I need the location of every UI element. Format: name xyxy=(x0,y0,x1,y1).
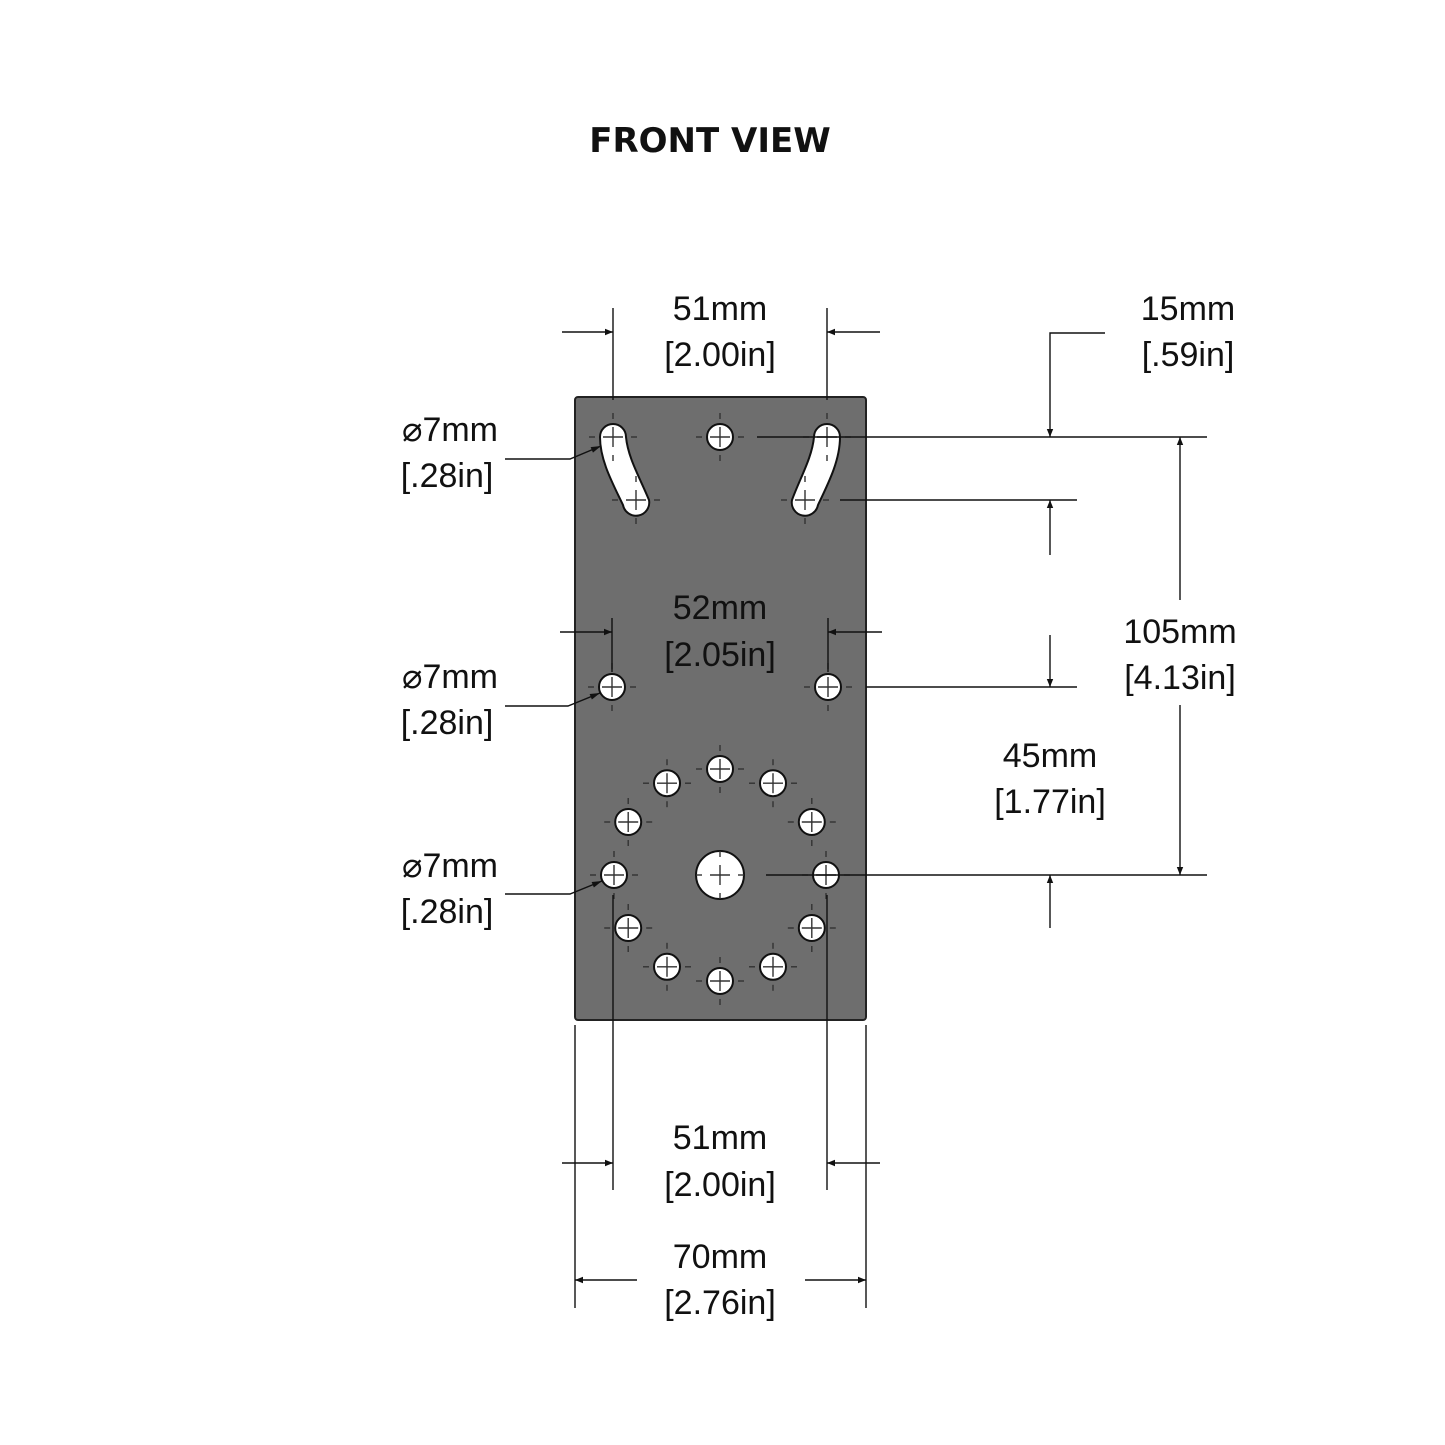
center-mark xyxy=(696,957,744,1005)
dim-label-mm: 45mm xyxy=(1003,737,1097,775)
dim-label-in: [4.13in] xyxy=(1124,659,1236,697)
dim-middle-to-center: 45mm [1.77in] xyxy=(766,635,1207,928)
callout-mm: ⌀7mm xyxy=(402,658,498,696)
center-mark xyxy=(696,413,744,461)
center-marks xyxy=(588,413,852,1005)
view-title: FRONT VIEW xyxy=(589,121,831,161)
dim-overall-vertical: 105mm [4.13in] xyxy=(1123,437,1237,875)
right-slot xyxy=(790,423,842,517)
callout-in: [.28in] xyxy=(401,457,494,495)
center-mark xyxy=(604,798,653,846)
callout-in: [.28in] xyxy=(401,893,494,931)
center-mark xyxy=(787,798,836,846)
dim-top-hole-spacing: 51mm [2.00in] xyxy=(562,290,880,400)
dim-top-offset: 15mm [.59in] xyxy=(757,290,1235,555)
dim-label-mm: 51mm xyxy=(673,1119,767,1157)
center-mark xyxy=(589,413,637,461)
dim-label-mm: 105mm xyxy=(1123,613,1236,651)
hole-callout-middle: ⌀7mm [.28in] xyxy=(401,658,601,742)
center-mark xyxy=(749,759,797,808)
dim-label-mm: 52mm xyxy=(673,589,767,627)
center-mark xyxy=(787,904,836,952)
dim-label-in: [2.76in] xyxy=(664,1284,776,1322)
center-mark xyxy=(604,904,653,952)
dim-label-in: [.59in] xyxy=(1142,336,1235,374)
plate xyxy=(574,396,867,1021)
center-mark xyxy=(643,942,691,991)
dim-label-mm: 51mm xyxy=(673,290,767,328)
center-mark xyxy=(749,942,797,991)
center-mark xyxy=(781,476,829,524)
hole-callout-bolt-circle: ⌀7mm [.28in] xyxy=(401,847,603,931)
dim-label-in: [2.00in] xyxy=(664,336,776,374)
callout-mm: ⌀7mm xyxy=(402,847,498,885)
dim-label-in: [2.00in] xyxy=(664,1166,776,1204)
center-mark xyxy=(696,745,744,793)
hole-callout-slot: ⌀7mm [.28in] xyxy=(401,411,602,495)
center-mark xyxy=(696,851,744,899)
callout-mm: ⌀7mm xyxy=(402,411,498,449)
dim-middle-hole-spacing: 52mm [2.05in] xyxy=(560,589,882,674)
dim-plate-width: 70mm [2.76in] xyxy=(574,1025,867,1322)
center-mark xyxy=(612,476,660,524)
center-mark xyxy=(643,759,691,808)
dim-label-in: [1.77in] xyxy=(994,783,1106,821)
dim-label-mm: 70mm xyxy=(673,1238,767,1276)
dim-label-in: [2.05in] xyxy=(664,636,776,674)
dim-bottom-hole-spacing: 51mm [2.00in] xyxy=(562,895,880,1204)
dim-label-mm: 15mm xyxy=(1141,290,1235,328)
center-mark xyxy=(590,851,638,899)
bolt-circle xyxy=(600,755,840,995)
callout-in: [.28in] xyxy=(401,704,494,742)
